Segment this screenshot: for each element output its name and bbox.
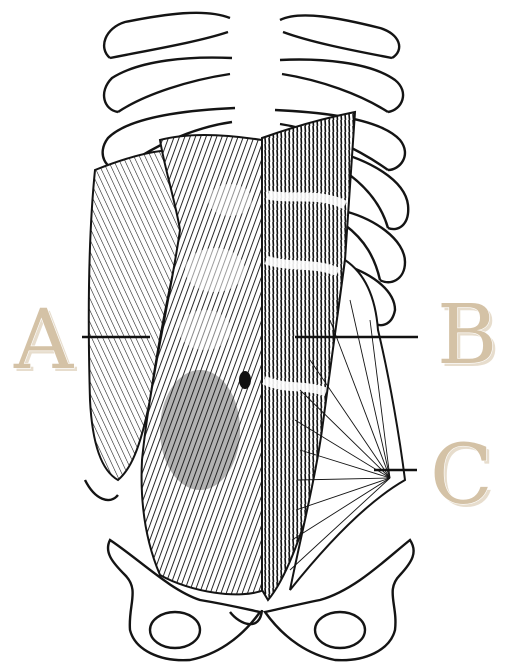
- label-a-text: A: [13, 293, 75, 388]
- label-c: C C: [430, 428, 496, 526]
- label-b: B B: [437, 288, 500, 386]
- label-c-text: C: [430, 428, 493, 523]
- label-b-text: B: [437, 288, 497, 383]
- label-a: A A: [13, 293, 78, 391]
- umbilicus: [239, 371, 251, 389]
